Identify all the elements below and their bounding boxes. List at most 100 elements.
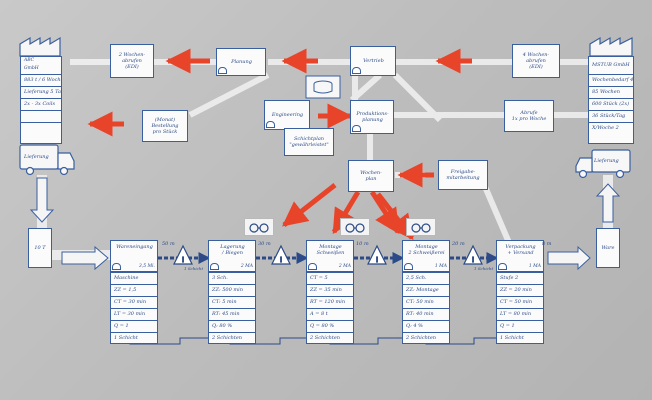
finished-goods-store: Ware [596,228,620,268]
wait-time-label: 8 m [542,241,552,247]
process-data-row: 1 Schicht [114,335,138,341]
process-data-row: Q = 1 [497,321,543,333]
customer-row: X/Woche 2 [592,125,619,131]
operator-icon [266,121,275,128]
customer-data-box: MSTUB GmbH Wochenbedarf 4 85 Wochen 600 … [588,56,634,144]
customer-order-box: 2 Wochen- abrufen (EDI) [110,44,154,78]
truck-icon-left [19,144,75,176]
process-data-row: 2,5 Sch. [403,273,449,285]
operator-count: 1 MA [528,264,541,269]
process-data-row: ZZ = 35 min [307,285,353,297]
process-data-row: Q = 1 [111,321,157,333]
factory-icon-left [19,36,61,57]
box-label: Wochen- plan [360,170,382,182]
process-data-row: LT = 30 min [111,309,157,321]
process-data-row: CT = 50 min [497,297,543,309]
operator-icon [308,263,317,270]
process-data-row: 2 Schichten [406,335,437,341]
operator-count: 2 MA [338,264,351,269]
glasses-icon [249,223,269,233]
glasses-icon [345,223,365,233]
wait-time-label: 10 m [356,241,369,247]
customer-title: MSTUB GmbH [589,57,633,75]
svg-text:!: ! [182,256,185,264]
wait-time-label: 20 m [452,241,465,247]
supplier-row [21,111,61,123]
operator-icon [352,67,361,74]
operator-count: 3,5 Mi. [138,264,155,269]
operator-icon [112,263,121,270]
wait-time-label: 30 m [258,241,271,247]
info-arrows [87,48,472,240]
operator-icon [498,263,507,270]
customer-row: 600 Stück (2x) [589,99,633,111]
process-data-row: A = 8 t [307,309,353,321]
box-label: Abrufe 1x pro Woche [511,110,547,122]
process-data-row: Maschine [111,273,157,285]
box-label: 4 Wochen- abrufen (EDI) [522,52,550,70]
process-data-row: ZZ = 1,5 [111,285,157,297]
process-data-row: 2 Schichten [212,335,243,341]
box-label: Planung [231,59,252,65]
box-label: (Monat) Bestellung pro Stück [151,117,179,135]
process-data-row: CT = 30 min [111,297,157,309]
truck-label-right: Lieferung [594,158,619,164]
push-arrow-right-up [595,183,621,223]
box-label: 2 Wochen- abrufen (EDI) [118,52,146,70]
supplier-row: 2x - 3x Coils [21,99,61,111]
process-data-row: ZZ: Montage [403,285,449,297]
svg-text:!: ! [472,256,475,264]
call-off-box: Abrufe 1x pro Woche [504,100,554,132]
supplier-row: 883 t / 6 Wochen [21,75,61,87]
inventory-triangle [367,244,387,265]
process-data-row: 1 Schicht [500,335,524,341]
truck-label-left: Lieferung [24,154,49,160]
box-label: Freigabe- mitarbeitung [446,169,480,181]
process-title: Montage Schweißen [316,244,345,256]
go-see-card [406,218,436,236]
raw-material-store: 10 T [28,228,52,268]
push-arrow-left-down [29,177,55,223]
release-box: Freigabe- mitarbeitung [438,160,488,190]
customer-row: Wochenbedarf 4 [589,75,633,87]
info-arrow [331,190,361,235]
weekly-schedule-box: Wochen- plan [348,160,394,192]
go-see-card [340,218,370,236]
operator-icon [404,263,413,270]
supplier-row: Lieferung 5 Tage [21,87,61,99]
process-data-row: ZZ = 20 min [497,285,543,297]
process-data-row: LT = 80 min [497,309,543,321]
process-data-row: Q: 80 % [209,321,255,333]
store-label: Ware [601,245,615,251]
wait-time-sublabel: 1 Schicht [474,266,494,271]
schedule-box: Produktions- planung [350,100,394,134]
operator-count: 2 MA [240,264,253,269]
customer-row: 36 Stück/Tag [589,111,633,123]
process-data-row: Q: 4 % [403,321,449,333]
box-label: Engineering [271,112,304,118]
info-arrow [282,183,337,227]
process-data-row: RT = 120 min [307,297,353,309]
operator-icon [218,67,227,74]
inventory-triangle [463,244,483,265]
production-control-box: Planung [216,48,266,76]
process-data-row: CT = 5 [307,273,353,285]
forecast-box: (Monat) Bestellung pro Stück [142,110,188,142]
process-data-row: Stufe 2 [497,273,543,285]
box-label: Produktions- planung [356,111,389,123]
edi-order-box: 4 Wochen- abrufen (EDI) [512,44,560,78]
svg-text:!: ! [376,256,379,264]
process-data-row: RT: 45 min [209,309,255,321]
glasses-icon [411,223,431,233]
box-label: Schichtplan "gewährleistet" [289,136,329,148]
wait-time-sublabel: 1 Schicht [184,266,204,271]
truck-icon-right [575,149,631,179]
factory-icon-right [589,36,633,57]
supplier-row [21,123,61,135]
